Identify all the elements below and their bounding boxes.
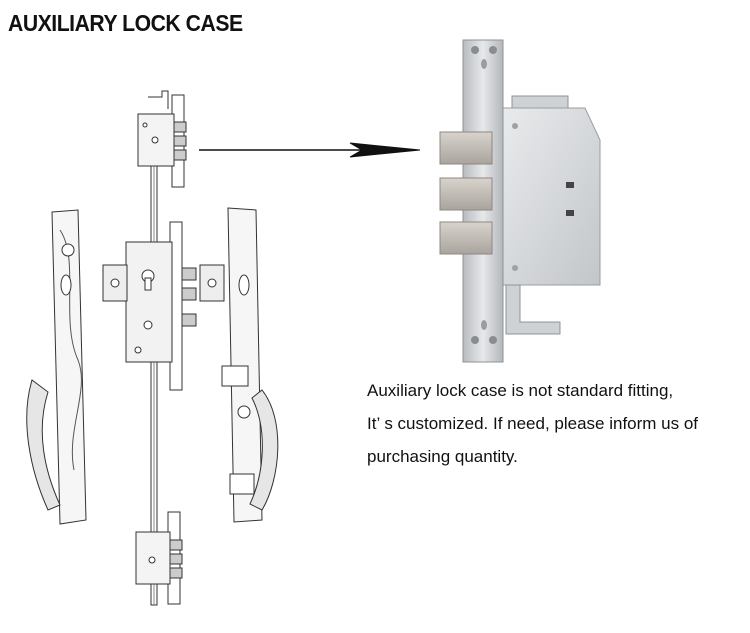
strike-plates xyxy=(102,264,225,302)
pointer-arrow xyxy=(199,142,421,158)
caption-line-1: Auxiliary lock case is not standard fitt… xyxy=(367,381,674,400)
auxiliary-lock-case-photo xyxy=(439,39,601,363)
main-mortise-case xyxy=(125,221,197,391)
page-title: AUXILIARY LOCK CASE xyxy=(8,10,243,36)
multipoint-lock-diagram xyxy=(26,90,279,606)
right-handle-set xyxy=(221,207,279,523)
left-handle-set xyxy=(26,209,87,525)
caption-line-2: It’ s customized. If need, please inform… xyxy=(367,414,699,433)
top-auxiliary-case xyxy=(137,90,187,188)
bottom-auxiliary-case xyxy=(135,511,183,605)
caption-line-3: purchasing quantity. xyxy=(367,447,518,466)
